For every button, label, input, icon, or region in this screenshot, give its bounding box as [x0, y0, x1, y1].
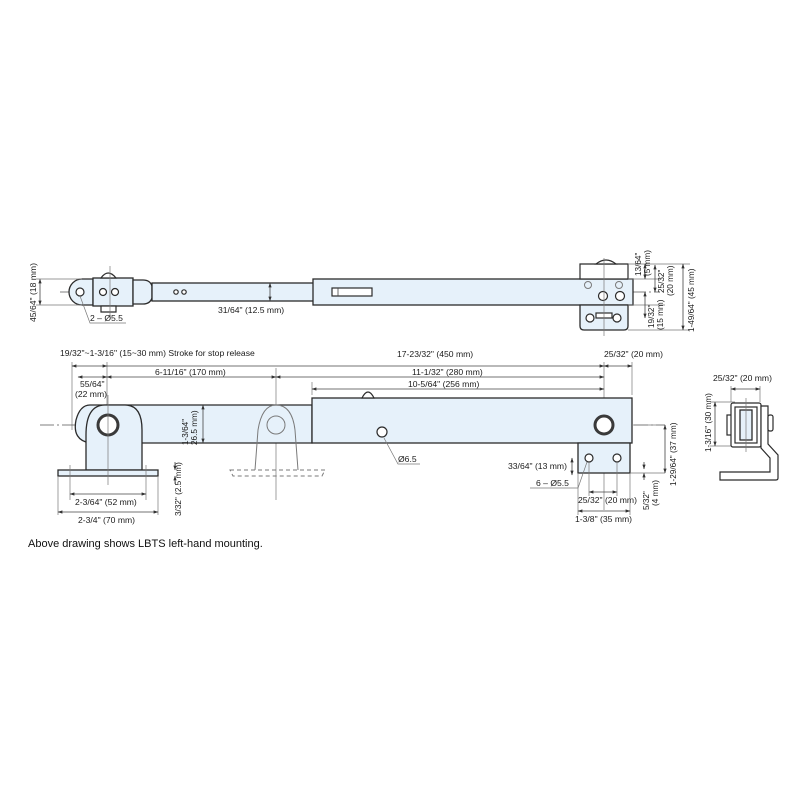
plate-width-label: 1-3/8" (35 mm): [575, 514, 632, 524]
rod-width-label: 31/64" (12.5 mm): [218, 305, 284, 315]
stroke-note: 19/32"~1-3/16" (15~30 mm) Stroke for sto…: [60, 348, 255, 358]
dim-13-64: 13/64": [634, 253, 643, 276]
bar-height-inch-label: 1-3/64": [181, 419, 190, 445]
plate-hole-span-label: 25/32" (20 mm): [578, 495, 637, 505]
len-280-label: 11-1/32" (280 mm): [412, 367, 483, 377]
top-height-left-label: 45/64" (18 mm): [28, 263, 38, 322]
stop-slot: [331, 287, 373, 297]
bar-height-mm-label: 26.5 mm): [190, 410, 199, 445]
offset-mm-label: (22 mm): [75, 389, 107, 399]
end-view-width-label: 25/32" (20 mm): [713, 373, 772, 383]
dim-15mm: (15 mm): [656, 299, 665, 330]
plate-edge-inch-label: 5/32": [642, 491, 651, 510]
hole-6-5: [376, 426, 388, 438]
base-hole-span-label: 2-3/64" (52 mm): [75, 497, 137, 507]
base-thickness-label: 3/32" (2.5 mm): [174, 462, 183, 516]
caption: Above drawing shows LBTS left-hand mount…: [28, 538, 263, 550]
overall-length-label: 17-23/32" (450 mm): [397, 349, 473, 359]
end-width-label: 25/32" (20 mm): [604, 349, 663, 359]
plate-holes-label: 6 – Ø5.5: [536, 478, 569, 488]
top-view: 45/64" (18 mm) 2 – Ø5.5 31/64" (12.5 mm)…: [28, 250, 696, 336]
plate-height-label: 1-29/64" (37 mm): [669, 422, 678, 486]
offset-inch-label: 55/64": [80, 379, 105, 389]
tube-side: [311, 397, 633, 444]
side-view: 19/32"~1-3/16" (15~30 mm) Stroke for sto…: [40, 348, 678, 525]
dim-total-height: 1-49/64" (45 mm): [687, 268, 696, 332]
plate-hole-v-label: 33/64" (13 mm): [508, 461, 567, 471]
base-total-label: 2-3/4" (70 mm): [78, 515, 135, 525]
dim-25-32: 25/32": [657, 270, 666, 293]
plate-edge-mm-label: (4 mm): [651, 480, 660, 506]
end-view-bracket: [719, 405, 779, 481]
hole-6-5-label: Ø6.5: [398, 454, 417, 464]
dim-19-32: 19/32": [647, 305, 656, 328]
end-view: 25/32" (20 mm) 1-3/16" (30 mm): [704, 373, 779, 481]
len-256-label: 10-5/64" (256 mm): [408, 379, 479, 389]
dim-20mm: (20 mm): [666, 265, 675, 296]
end-view-height-label: 1-3/16" (30 mm): [704, 393, 713, 452]
len-170-label: 6-11/16" (170 mm): [155, 367, 226, 377]
top-holes-left-label: 2 – Ø5.5: [90, 313, 123, 323]
dim-5mm: (5 mm): [643, 250, 652, 276]
left-bracket: [85, 404, 143, 471]
